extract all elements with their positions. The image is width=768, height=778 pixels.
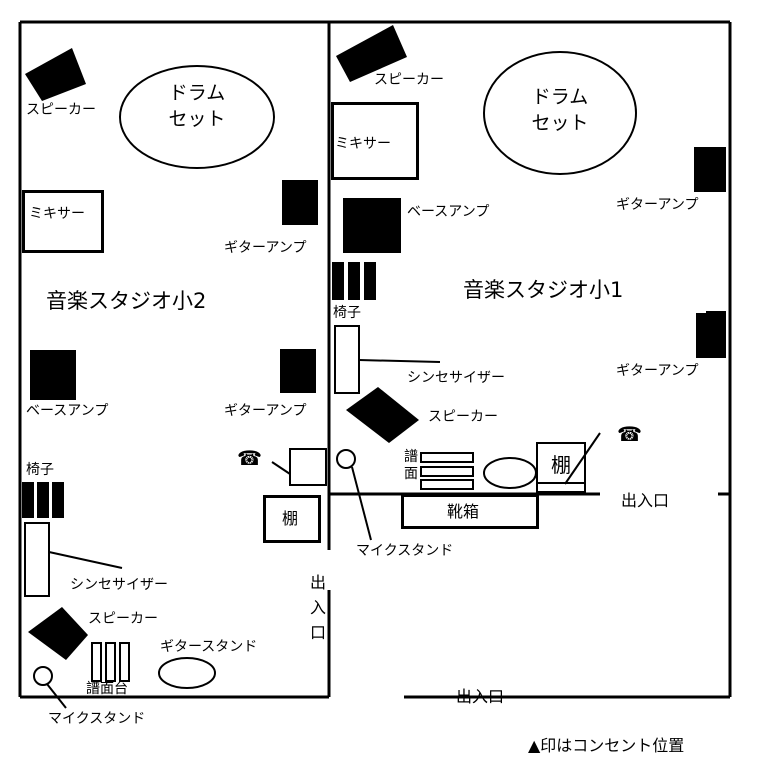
entrance-bottom-label: 出入口 xyxy=(456,687,505,706)
guitar-amp-2-bottom-label: ギターアンプ xyxy=(224,403,307,419)
guitar-stand-1-shape xyxy=(483,457,537,489)
guitar-amp-1-top-label: ギターアンプ xyxy=(616,197,699,213)
shoe-box-label: 靴箱 xyxy=(447,502,480,521)
guitar-amp-1-mid-shape xyxy=(696,313,726,358)
bass-amp-1-label: ベースアンプ xyxy=(407,204,490,220)
bass-amp-2-shape xyxy=(30,350,76,400)
mic-stand-1-label: マイクスタンド xyxy=(356,543,454,559)
guitar-stand-2-label: ギタースタンド xyxy=(160,639,258,655)
bass-amp-2-label: ベースアンプ xyxy=(26,403,109,419)
synth-2-shape xyxy=(24,522,50,597)
mixer-2-label: ミキサー xyxy=(29,206,85,222)
bass-amp-1-shape xyxy=(343,198,401,253)
phone-table-2-shape xyxy=(289,448,327,486)
telephone-icon: ☎ xyxy=(237,446,262,470)
studio-1-title: 音楽スタジオ小1 xyxy=(463,278,624,302)
mixer-2-box xyxy=(22,190,104,253)
music-stand-1-shape xyxy=(420,452,474,490)
entrance-vertical-label-1: 出 xyxy=(310,573,327,592)
mic-stand-2-shape xyxy=(33,666,53,686)
shelf-2-box xyxy=(263,495,321,543)
chair-2-label: 椅子 xyxy=(26,462,54,478)
guitar-amp-2-bottom-shape xyxy=(280,349,316,393)
drum-set-1-label-line2: セット xyxy=(531,112,589,134)
synth-1-label: シンセサイザー xyxy=(407,370,505,386)
walls xyxy=(18,20,732,699)
music-stand-1-label-line1: 譜 xyxy=(404,449,418,465)
chair-2-shape xyxy=(22,482,64,518)
music-stand-1-label-line2: 面 xyxy=(404,466,418,482)
drum-set-1-label-line1: ドラム xyxy=(531,86,589,108)
entrance-right-label: 出入口 xyxy=(621,491,670,510)
shoe-box-box xyxy=(401,494,539,529)
mic-stand-1-shape xyxy=(336,449,356,469)
legend-outlet-note: ▲印はコンセント位置 xyxy=(528,736,685,755)
music-stand-2-shape xyxy=(91,642,130,682)
mic-stand-2-label: マイクスタンド xyxy=(48,711,146,727)
chair-1-label: 椅子 xyxy=(333,305,361,321)
music-stand-2-label: 譜面台 xyxy=(86,681,128,697)
entrance-vertical-label-3: 口 xyxy=(310,623,327,642)
speaker-1-top-label: スピーカー xyxy=(374,72,444,88)
entrance-vertical-label-2: 入 xyxy=(310,598,327,617)
drum-set-1-shape xyxy=(483,51,637,175)
synth-2-label: シンセサイザー xyxy=(70,577,168,593)
chair-1-shape xyxy=(332,262,376,300)
drum-set-2-label-line1: ドラム xyxy=(168,82,226,104)
speaker-1-top-shape xyxy=(336,25,407,82)
guitar-amp-1-mid-label: ギターアンプ xyxy=(616,363,699,379)
guitar-stand-2-shape xyxy=(158,657,216,689)
drum-set-2-label-line2: セット xyxy=(168,108,226,130)
mixer-1-box xyxy=(331,102,419,180)
guitar-amp-2-top-shape xyxy=(282,180,318,225)
speaker-1-bottom-shape xyxy=(346,387,419,443)
shelf-2-label: 棚 xyxy=(282,509,299,528)
guitar-amp-1-top-shape xyxy=(694,147,726,192)
synth-1-shape xyxy=(334,325,360,394)
speaker-2-bottom-shape xyxy=(28,607,88,660)
studio-2-title: 音楽スタジオ小2 xyxy=(46,289,207,313)
speaker-1-bottom-label: スピーカー xyxy=(428,409,498,425)
speaker-2-top-label: スピーカー xyxy=(26,102,96,118)
shelf-1-label: 棚 xyxy=(551,453,571,477)
speaker-2-bottom-label: スピーカー xyxy=(88,611,158,627)
drum-set-2-shape xyxy=(119,65,275,169)
speaker-2-top-shape xyxy=(25,48,86,101)
mixer-1-label: ミキサー xyxy=(335,136,391,152)
guitar-amp-2-top-label: ギターアンプ xyxy=(224,240,307,256)
telephone-icon: ☎ xyxy=(617,422,642,446)
